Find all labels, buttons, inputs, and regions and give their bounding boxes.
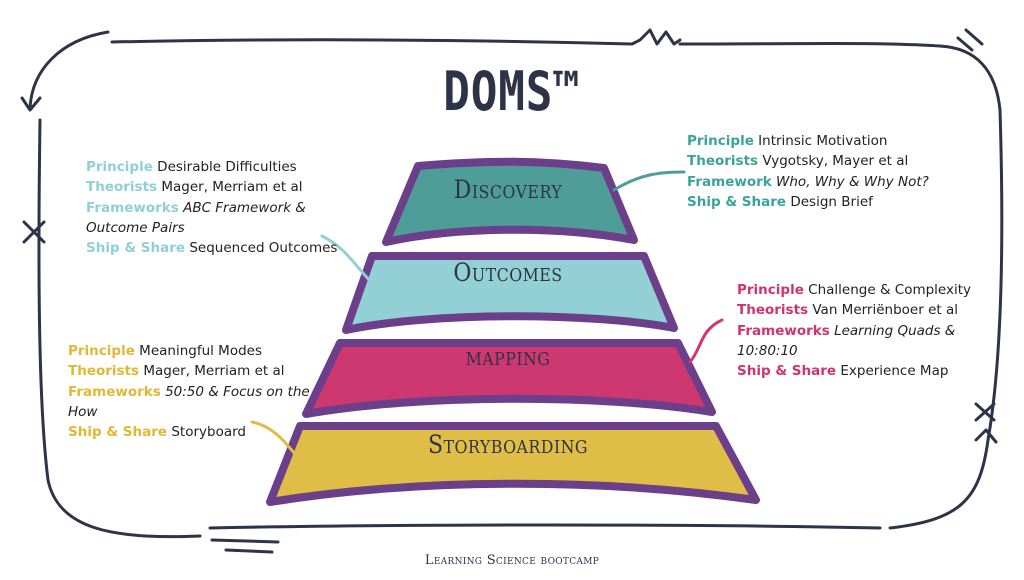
theorists-key: Theorists	[687, 153, 759, 170]
layer-label-outcomes: Outcomes	[453, 258, 563, 287]
connector-storyboarding	[250, 420, 300, 460]
ship-share-key: Ship & Share	[86, 240, 186, 257]
principle-value: Challenge & Complexity	[808, 282, 972, 298]
layer-label-storyboarding: Storyboarding	[428, 430, 588, 459]
principle-key: Principle	[68, 343, 135, 359]
frame-top-right	[678, 42, 1002, 112]
layer-outcomes	[342, 252, 678, 334]
theorists-key: Theorists	[737, 302, 809, 319]
frame-top-left	[110, 38, 634, 46]
framework-key: Frameworks	[737, 322, 830, 339]
theorists-key: Theorists	[68, 363, 140, 380]
ship-share-value: Storyboard	[171, 424, 247, 441]
ship-share-value: Design Brief	[790, 193, 873, 210]
frame-left-arrow	[20, 96, 42, 112]
ship-share-key: Ship & Share	[737, 363, 837, 380]
layer-label-discovery: Discovery	[453, 175, 563, 204]
theorists-value: Van Merriënboer et al	[812, 302, 958, 319]
frame-zigzag	[630, 28, 682, 46]
annotation-discovery: Principle Intrinsic Motivation Theorists…	[687, 131, 929, 212]
framework-value: Who, Why & Why Not?	[776, 173, 929, 190]
framework-key: Frameworks	[68, 383, 161, 400]
framework-key: Frameworks	[86, 199, 179, 216]
frame-left-top	[28, 30, 110, 110]
frame-bottom	[208, 523, 882, 530]
theorists-value: Vygotsky, Mayer et al	[762, 153, 909, 170]
framework-value-line2: Outcome Pairs	[86, 219, 185, 236]
annotation-outcomes: Principle Desirable Difficulties Theoris…	[86, 157, 337, 258]
page-title: DOMS™	[443, 60, 581, 123]
footer-brand: Learning Science bootcamp	[424, 553, 600, 568]
layer-storyboarding	[266, 422, 760, 506]
layer-mapping	[302, 339, 716, 418]
frame-right-arrow	[974, 428, 998, 444]
frame-left-side	[37, 118, 202, 539]
connector-mapping	[688, 318, 724, 364]
ship-share-value: Experience Map	[840, 363, 949, 380]
theorists-value: Mager, Merriam et al	[143, 363, 285, 380]
ship-share-value: Sequenced Outcomes	[189, 240, 338, 257]
theorists-key: Theorists	[86, 179, 158, 196]
layer-label-mapping: mapping	[465, 342, 551, 371]
frame-bottom-mark	[210, 538, 280, 554]
frame-right-side	[888, 108, 1004, 530]
frame-right-cross	[974, 402, 996, 422]
connector-outcomes	[320, 234, 380, 290]
annotation-mapping: Principle Challenge & Complexity Theoris…	[737, 280, 971, 381]
framework-value-line1: ABC Framework &	[183, 199, 306, 216]
principle-key: Principle	[687, 133, 754, 149]
framework-value-line1: 50:50 & Focus on the	[165, 383, 310, 400]
layer-discovery	[382, 157, 638, 246]
principle-value: Meaningful Modes	[139, 343, 262, 359]
framework-value-line2: 10:80:10	[737, 342, 798, 359]
ship-share-key: Ship & Share	[687, 193, 787, 210]
connector-discovery	[612, 170, 686, 192]
principle-key: Principle	[86, 159, 153, 175]
annotation-storyboarding: Principle Meaningful Modes Theorists Mag…	[68, 341, 310, 442]
frame-corner-ticks	[956, 28, 984, 52]
framework-key: Framework	[687, 173, 772, 190]
principle-key: Principle	[737, 282, 804, 298]
theorists-value: Mager, Merriam et al	[161, 179, 303, 196]
principle-value: Desirable Difficulties	[157, 159, 297, 175]
ship-share-key: Ship & Share	[68, 424, 168, 441]
principle-value: Intrinsic Motivation	[758, 133, 888, 149]
framework-value-line1: Learning Quads &	[834, 322, 956, 339]
frame-left-cross	[22, 220, 46, 244]
framework-value-line2: How	[68, 403, 98, 420]
